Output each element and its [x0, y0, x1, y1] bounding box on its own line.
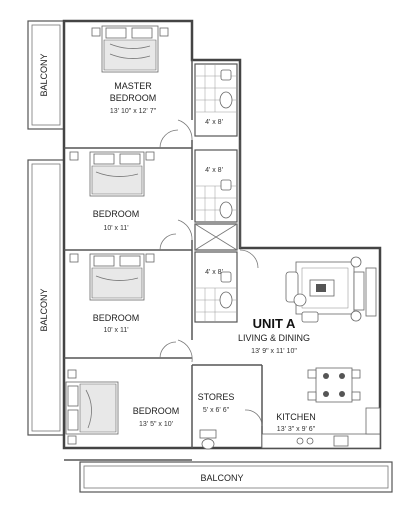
bed-4	[65, 369, 119, 445]
living-dining-dims: 13' 9" x 11' 10"	[251, 348, 297, 355]
balcony-mid-left	[27, 159, 65, 436]
living-dining-label: LIVING & DINING	[238, 333, 310, 343]
bedroom-2-dims: 10' x 11'	[103, 225, 128, 232]
kitchen-label: KITCHEN	[276, 412, 316, 422]
door-swings	[159, 119, 263, 427]
kitchen-dims: 13' 3" x 9' 6"	[277, 426, 316, 433]
bedroom-4-label: BEDROOM	[133, 406, 180, 416]
shower-cabin	[194, 223, 238, 251]
sofa-set	[285, 256, 377, 323]
dining-table	[307, 367, 361, 403]
bathroom-1	[194, 63, 238, 137]
bath-1-dims: 4' x 8'	[205, 119, 223, 126]
bedroom-3-dims: 10' x 11'	[103, 327, 128, 334]
balcony-top-left	[27, 20, 65, 130]
balcony-label-bottom: BALCONY	[200, 473, 243, 483]
master-bedroom-label-1: MASTER	[114, 81, 152, 91]
bathroom-3	[194, 251, 238, 323]
stores-toilet	[199, 429, 217, 450]
bathroom-2	[194, 149, 238, 223]
stores-dims: 5' x 6' 6"	[203, 407, 230, 414]
master-bedroom-label-2: BEDROOM	[110, 93, 157, 103]
bed-2	[69, 151, 155, 197]
balcony-bottom	[79, 461, 393, 493]
master-bedroom-dims: 13' 10" x 12' 7"	[110, 108, 157, 115]
bed-master	[91, 25, 169, 73]
unit-label: UNIT A	[253, 316, 296, 331]
bath-3-dims: 4' x 8'	[205, 269, 223, 276]
kitchen-counter	[261, 407, 381, 449]
stores-label: STORES	[198, 392, 235, 402]
bedroom-3-label: BEDROOM	[93, 313, 140, 323]
balcony-label-top-left: BALCONY	[39, 53, 49, 96]
balcony-label-mid-left: BALCONY	[39, 288, 49, 331]
bedroom-2-label: BEDROOM	[93, 209, 140, 219]
bath-2-dims: 4' x 8'	[205, 167, 223, 174]
bedroom-4-dims: 13' 5" x 10'	[139, 421, 173, 428]
bed-3	[69, 253, 155, 301]
